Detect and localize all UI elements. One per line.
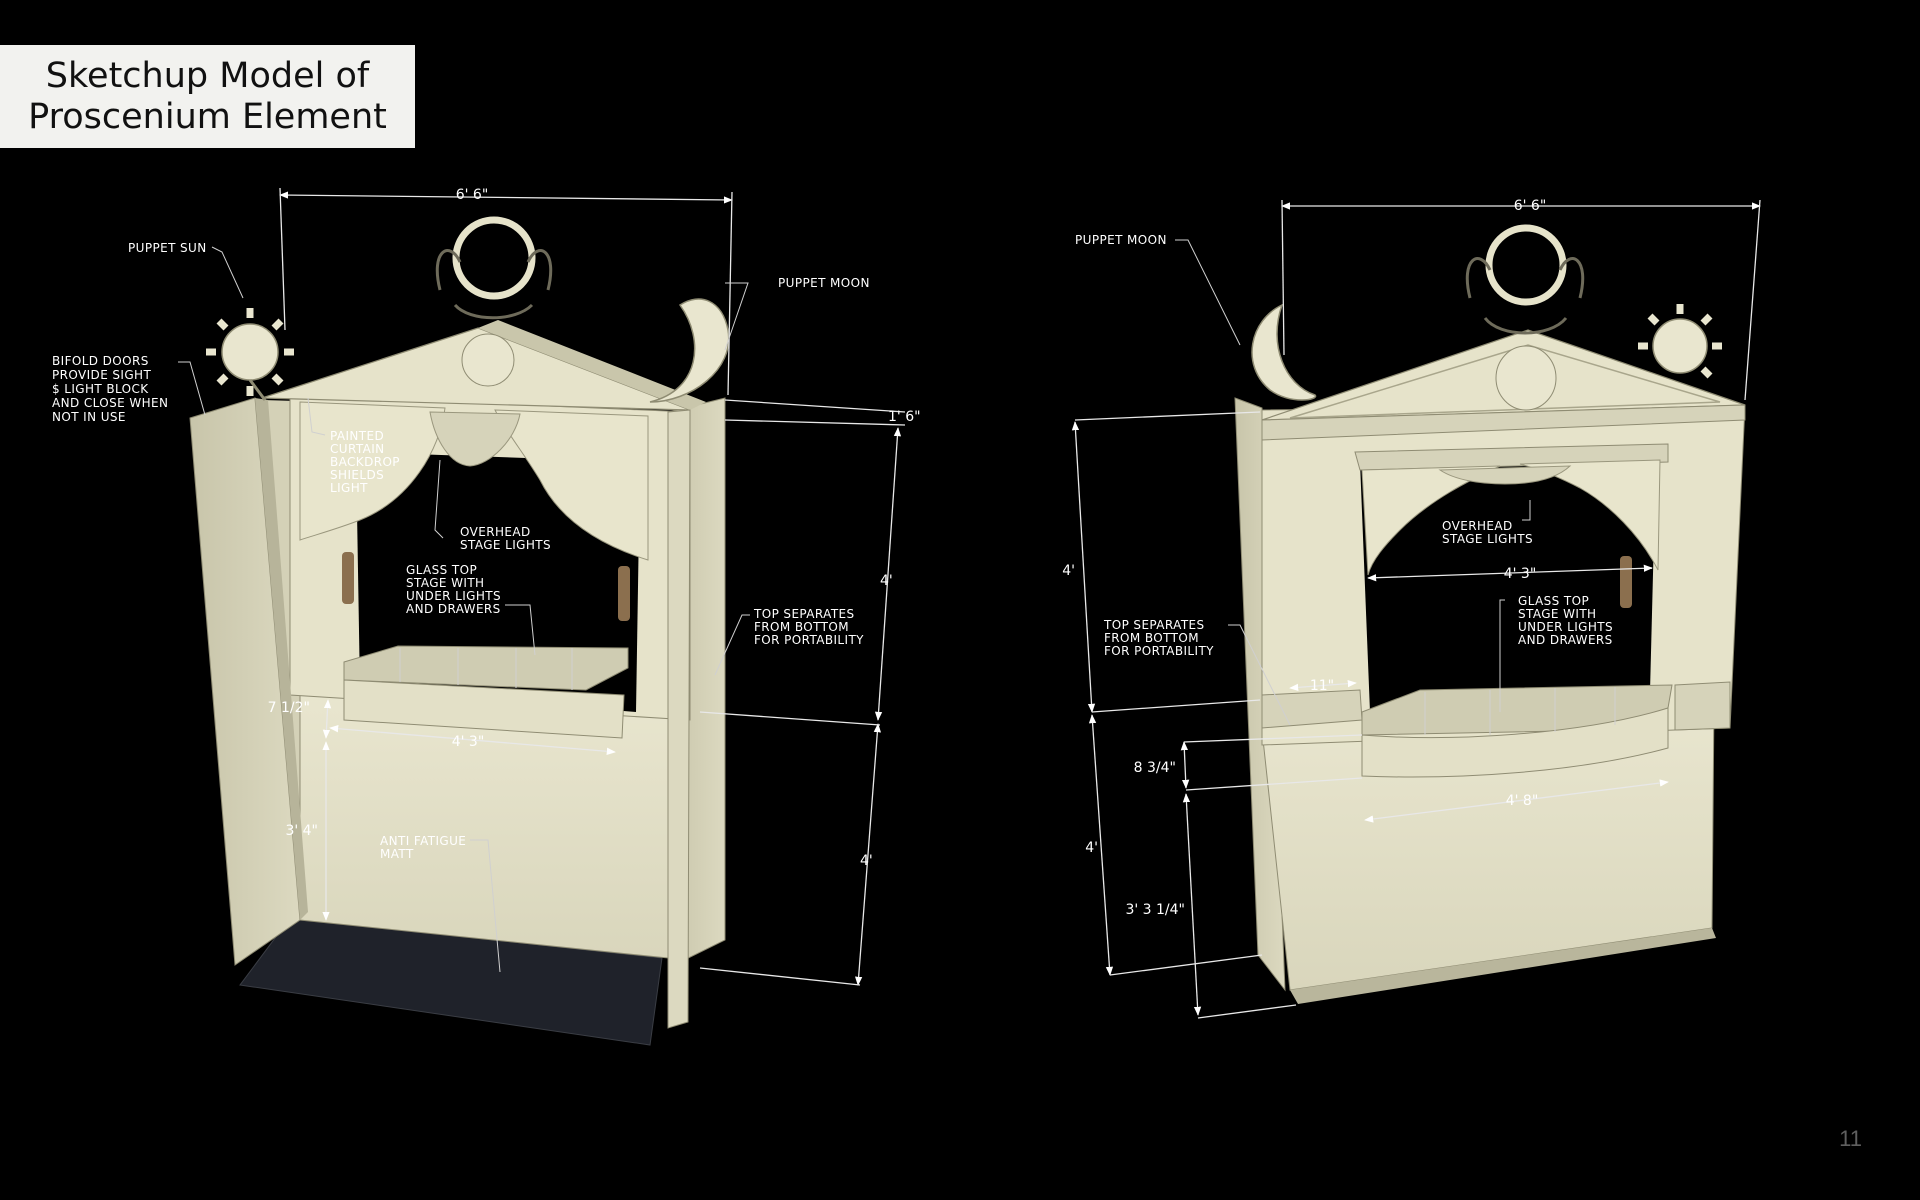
label-curtain-1: PAINTED <box>330 429 384 443</box>
left-right-door <box>667 409 691 1029</box>
left-stage-box-front <box>343 679 625 739</box>
label-overhead-1: OVERHEAD <box>460 525 531 539</box>
right-side-panel <box>1234 397 1286 992</box>
right-dim-stage-width: 4' 8" <box>1506 793 1539 809</box>
left-tassel-1 <box>342 552 354 604</box>
label-mat-1: ANTI FATIGUE <box>380 834 466 848</box>
right-dim-width: 6' 6" <box>1514 198 1547 214</box>
label-curtain-3: BACKDROP <box>330 455 400 469</box>
right-puppet-sun-icon <box>1638 304 1722 379</box>
right-cornice <box>1261 404 1746 441</box>
right-dim-opening-width: 4' 3" <box>1504 566 1537 582</box>
left-dim-stage-width: 4' 3" <box>452 734 485 750</box>
right-annotations: 6' 6" 4' 4' 4' 3" 11" 8 3/4" 4' 8" 3' 3 … <box>1062 198 1761 1019</box>
right-pediment-medallion <box>1495 345 1557 411</box>
left-labels: PUPPET SUN PUPPET MOON BIFOLD DOORS PROV… <box>52 241 870 861</box>
slide-title-line-1: Sketchup Model of <box>45 55 370 96</box>
right-label-puppet-moon: PUPPET MOON <box>1075 233 1167 247</box>
left-dim-lower: 4' <box>860 853 873 869</box>
label-bifold-5: NOT IN USE <box>52 410 126 424</box>
right-dim-upper: 4' <box>1062 563 1075 579</box>
left-dim-stage-depth: 7 1/2" <box>268 700 310 716</box>
slide-title-line-2: Proscenium Element <box>28 96 387 137</box>
page-number: 11 <box>1839 1126 1862 1151</box>
puppet-moon-icon <box>649 298 730 403</box>
right-ledge-right <box>1674 681 1731 731</box>
right-label-glass-1: GLASS TOP <box>1518 594 1589 608</box>
right-label-overhead-2: STAGE LIGHTS <box>1442 532 1533 546</box>
right-dim-stage-front: 8 3/4" <box>1134 760 1176 776</box>
left-top-ring <box>452 216 536 300</box>
left-model <box>189 216 730 1046</box>
right-puppet-moon-icon <box>1251 303 1317 401</box>
label-curtain-4: SHIELDS <box>330 468 384 482</box>
right-stage-opening <box>1360 456 1656 712</box>
left-pediment-roof <box>478 320 706 410</box>
label-glass-4: AND DRAWERS <box>406 602 501 616</box>
right-label-glass-3: UNDER LIGHTS <box>1518 620 1613 634</box>
slide-title-box: Sketchup Model of Proscenium Element <box>0 45 415 148</box>
right-label-overhead-1: OVERHEAD <box>1442 519 1513 533</box>
left-dim-pediment: 1' 6" <box>888 409 921 425</box>
right-labels: PUPPET MOON OVERHEAD STAGE LIGHTS GLASS … <box>1075 233 1613 658</box>
right-top-ring <box>1485 224 1567 306</box>
label-mat-2: MATT <box>380 847 414 861</box>
right-label-glass-2: STAGE WITH <box>1518 607 1596 621</box>
label-bifold-2: PROVIDE SIGHT <box>52 368 151 382</box>
label-bifold-1: BIFOLD DOORS <box>52 354 149 368</box>
label-top-sep-1: TOP SEPARATES <box>753 607 855 621</box>
right-label-top-sep-1: TOP SEPARATES <box>1103 618 1205 632</box>
right-stage-tray-front <box>1361 707 1669 778</box>
left-valance <box>429 411 521 467</box>
right-model <box>1234 224 1746 1004</box>
right-tassel <box>1620 556 1632 608</box>
label-puppet-moon: PUPPET MOON <box>778 276 870 290</box>
left-annotations: 6' 6" 1' 6" 4' 4' 7 1/2" 4' 3" 3' 4" <box>178 187 921 986</box>
left-pediment-medallion <box>461 333 515 387</box>
label-curtain-5: LIGHT <box>330 481 368 495</box>
right-dim-lower: 4' <box>1085 840 1098 856</box>
label-curtain-2: CURTAIN <box>330 442 385 456</box>
label-bifold-3: $ LIGHT BLOCK <box>52 382 149 396</box>
label-top-sep-2: FROM BOTTOM <box>754 620 849 634</box>
right-dim-side: 11" <box>1310 678 1334 694</box>
puppet-sun-icon <box>206 308 294 401</box>
label-bifold-4: AND CLOSE WHEN <box>52 396 168 410</box>
label-overhead-2: STAGE LIGHTS <box>460 538 551 552</box>
label-glass-3: UNDER LIGHTS <box>406 589 501 603</box>
right-base-plinth <box>1290 928 1716 1004</box>
left-dim-upper: 4' <box>880 573 893 589</box>
right-label-top-sep-3: FOR PORTABILITY <box>1104 644 1214 658</box>
left-dim-width: 6' 6" <box>456 187 489 203</box>
left-tassel-2 <box>618 566 630 621</box>
label-glass-2: STAGE WITH <box>406 576 484 590</box>
left-bifold-door-inner <box>255 398 308 920</box>
right-dim-base-height: 3' 3 1/4" <box>1125 902 1185 918</box>
right-label-top-sep-2: FROM BOTTOM <box>1104 631 1199 645</box>
right-scroll-ornament <box>1465 257 1585 335</box>
left-dim-base-height: 3' 4" <box>285 823 318 839</box>
right-label-glass-4: AND DRAWERS <box>1518 633 1613 647</box>
right-pediment-inner <box>1289 344 1721 419</box>
label-glass-1: GLASS TOP <box>406 563 477 577</box>
label-top-sep-3: FOR PORTABILITY <box>754 633 864 647</box>
label-puppet-sun: PUPPET SUN <box>128 241 207 255</box>
left-scroll-ornament <box>435 249 553 320</box>
right-valance <box>1438 465 1572 485</box>
